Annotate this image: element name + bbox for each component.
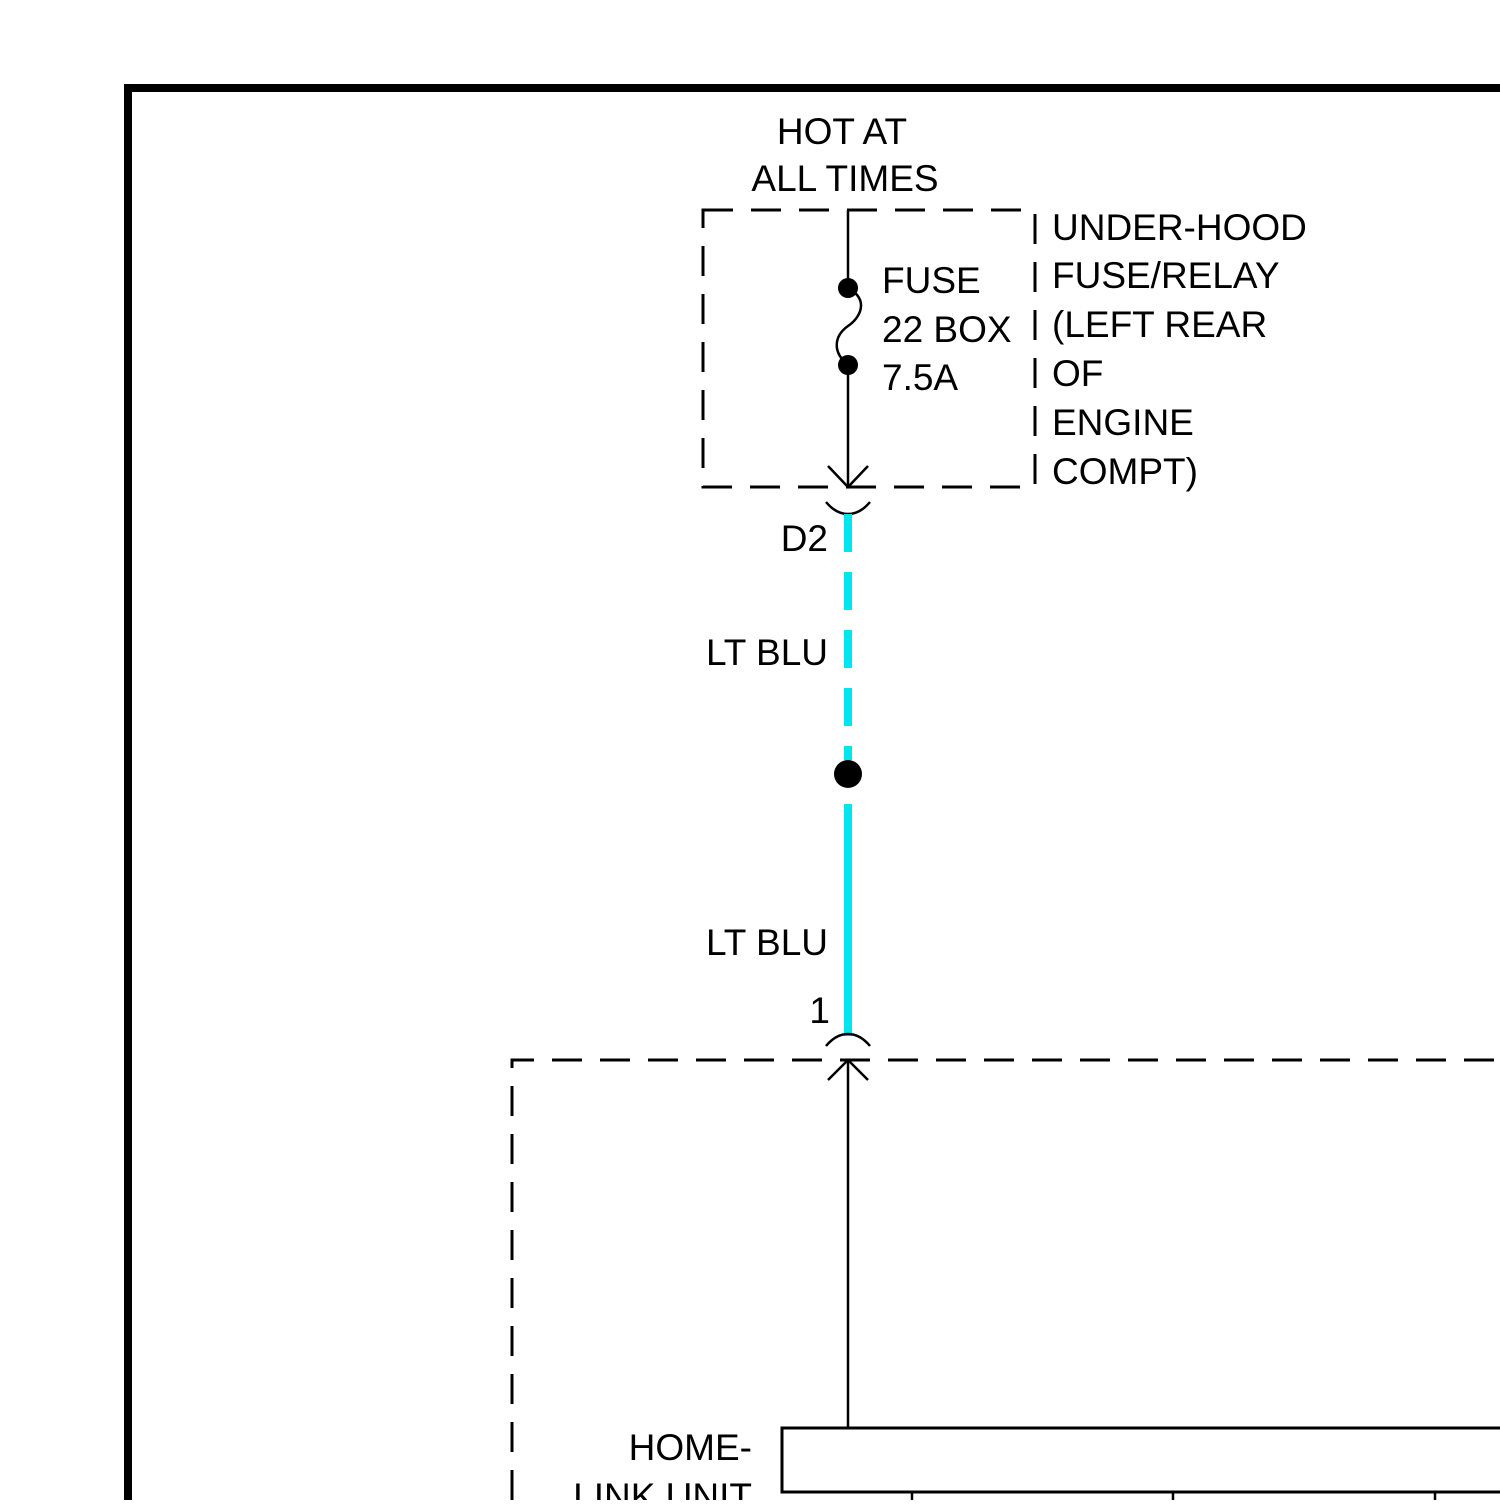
fuse-box-line-1: UNDER-HOOD xyxy=(1052,207,1307,248)
fuse-box-line-4: OF xyxy=(1052,353,1103,394)
component-label-line1: HOME- xyxy=(629,1427,752,1468)
wire-upper-color-label: LT BLU xyxy=(706,632,828,673)
fuse-box-line-3: (LEFT REAR xyxy=(1052,304,1267,345)
supply-label-line2: ALL TIMES xyxy=(751,158,938,199)
fuse-box-line-6: COMPT) xyxy=(1052,451,1198,492)
fuse-rating-label: 7.5A xyxy=(882,357,958,398)
fuse-name-label: FUSE xyxy=(882,260,981,301)
fuse-element xyxy=(837,288,861,365)
fuse-box-description: UNDER-HOOD FUSE/RELAY (LEFT REAR OF ENGI… xyxy=(1052,207,1307,492)
connector-top-pin-label: D2 xyxy=(781,518,828,559)
wire-lower-color-label: LT BLU xyxy=(706,922,828,963)
fuse-number-label: 22 BOX xyxy=(882,309,1012,350)
fuse-box-line-5: ENGINE xyxy=(1052,402,1194,443)
component-label-line2: LINK UNIT xyxy=(573,1476,752,1500)
splice-point xyxy=(834,760,862,788)
connector-top-female xyxy=(826,502,870,514)
supply-label-line1: HOT AT xyxy=(777,111,907,152)
fuse-box-line-2: FUSE/RELAY xyxy=(1052,255,1280,296)
fuse-symbol xyxy=(837,278,861,375)
connector-bottom-pin-label: 1 xyxy=(809,990,830,1031)
component-block xyxy=(782,1428,1500,1492)
page-frame xyxy=(128,88,1500,1500)
